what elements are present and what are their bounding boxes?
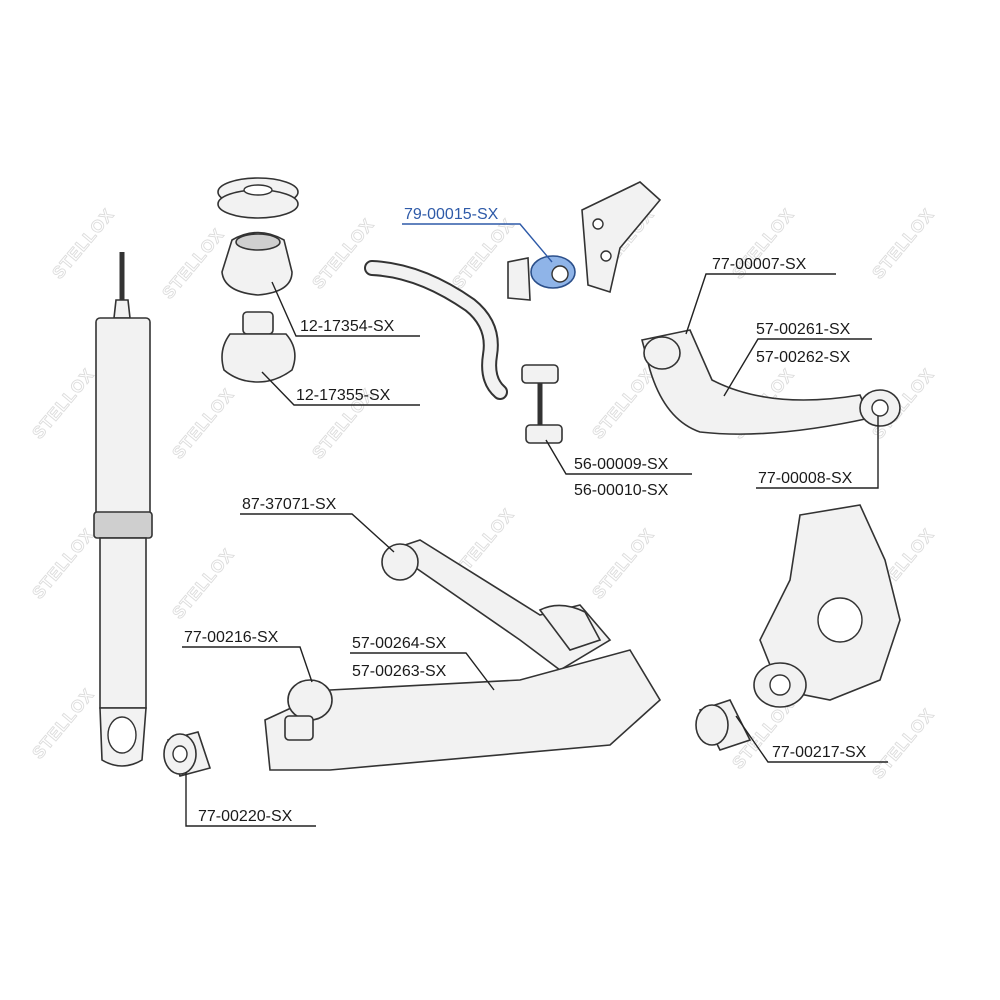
leader-lines [182,223,888,827]
watermark: STELLOX [589,525,658,603]
stabilizer-bushing-79-00015 [507,255,576,301]
label-57-00261-sx[interactable]: 57-00261-SX [756,321,851,338]
upper-control-arm-57-00261 [641,329,901,435]
label-57-00263-sx[interactable]: 57-00263-SX [352,663,447,680]
part-labels: 79-00015-SX 12-17354-SX 12-17355-SX 77-0… [184,206,867,825]
bump-stop-12-17354 [221,231,293,296]
lower-arm-57-00264 [264,649,662,771]
label-57-00262-sx[interactable]: 57-00262-SX [756,349,851,366]
watermark: STELLOX [29,365,98,443]
watermark: STELLOX [29,685,98,763]
label-77-00216-sx[interactable]: 77-00216-SX [184,629,279,646]
watermark: STELLOX [169,545,238,623]
watermark: STELLOX [169,385,238,463]
bushing-77-00220 [163,731,212,777]
stabilizer-bar-drawing [364,260,508,400]
label-56-00009-sx[interactable]: 56-00009-SX [574,456,669,473]
label-77-00007-sx[interactable]: 77-00007-SX [712,256,807,273]
label-12-17354-sx[interactable]: 12-17354-SX [300,318,395,335]
frame-bracket [581,181,662,294]
watermark: STELLOX [869,705,938,783]
watermark: STELLOX [589,365,658,443]
label-79-00015-sx[interactable]: 79-00015-SX [404,206,499,223]
watermark: STELLOX [159,225,228,303]
shock-absorber-drawing [93,252,153,767]
strut-top-washer [217,177,299,219]
label-56-00010-sx[interactable]: 56-00010-SX [574,482,669,499]
watermark: STELLOX [29,525,98,603]
stabilizer-link-56-00009 [521,364,563,444]
bushing-77-00217 [695,699,752,751]
strut-mount-12-17355 [221,311,296,383]
label-77-00008-sx[interactable]: 77-00008-SX [758,470,853,487]
steering-knuckle [753,504,901,708]
label-77-00217-sx[interactable]: 77-00217-SX [772,744,867,761]
watermark: STELLOX [49,205,118,283]
label-87-37071-sx[interactable]: 87-37071-SX [242,496,337,513]
watermark: STELLOX [869,205,938,283]
label-57-00264-sx[interactable]: 57-00264-SX [352,635,447,652]
label-12-17355-sx[interactable]: 12-17355-SX [296,387,391,404]
label-77-00220-sx[interactable]: 77-00220-SX [198,808,293,825]
lower-control-arm-87-37071 [381,539,612,671]
watermark: STELLOX [309,215,378,293]
